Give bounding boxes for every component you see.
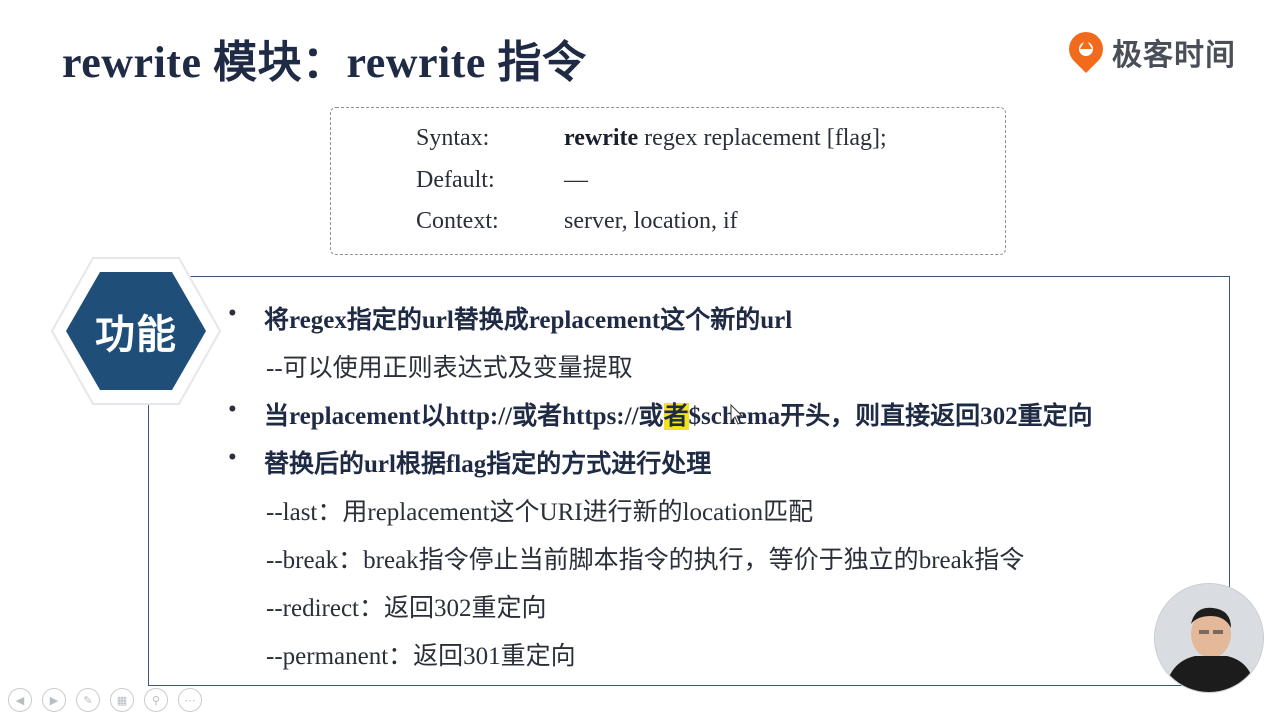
default-row: Default: —: [416, 167, 588, 194]
syntax-row: Syntax: rewrite regex replacement [flag];: [416, 125, 887, 152]
syntax-keyword: rewrite: [564, 125, 639, 151]
sub-flag-redirect: --redirect：返回302重定向: [266, 595, 547, 622]
zoom-icon[interactable]: ⚲: [144, 688, 168, 712]
content-panel: [148, 276, 1230, 686]
previous-icon[interactable]: ◀: [8, 688, 32, 712]
slideshow-controls: ◀ ▶ ✎ ▦ ⚲ ⋯: [8, 688, 202, 714]
brand-name: 极客时间: [1112, 38, 1236, 73]
sub-regex-variables: --可以使用正则表达式及变量提取: [266, 355, 633, 382]
mouse-cursor-icon: [730, 404, 744, 425]
highlighted-char: 者: [663, 403, 689, 430]
bullet-redirect-part1: 当replacement以http://或者https://或: [264, 403, 664, 430]
bullet-redirect-schema: 当replacement以http://或者https://或者$schema开…: [228, 396, 1093, 432]
sub-flag-last: --last：用replacement这个URI进行新的location匹配: [266, 499, 814, 526]
bullet-flag-handling: 替换后的url根据flag指定的方式进行处理: [228, 444, 711, 480]
context-label: Context:: [416, 208, 499, 234]
slides-icon[interactable]: ▦: [110, 688, 134, 712]
next-icon[interactable]: ▶: [42, 688, 66, 712]
presenter-avatar-icon: [1155, 584, 1263, 692]
bullet-redirect-part2: $schema开头，则直接返回302重定向: [688, 403, 1093, 430]
pen-icon[interactable]: ✎: [76, 688, 100, 712]
default-label: Default:: [416, 167, 495, 193]
sub-flag-break: --break：break指令停止当前脚本指令的执行，等价于独立的break指令: [266, 547, 1025, 574]
slide-title: rewrite 模块：rewrite 指令: [62, 38, 587, 87]
badge-label: 功能: [95, 312, 177, 358]
bullet-regex-replace: 将regex指定的url替换成replacement这个新的url: [228, 300, 792, 336]
syntax-value: regex replacement [flag];: [638, 125, 887, 151]
presenter-video-avatar: [1155, 584, 1263, 692]
hexagon-badge-icon: [50, 257, 222, 405]
sub-flag-permanent: --permanent：返回301重定向: [266, 643, 576, 670]
syntax-label: Syntax:: [416, 125, 490, 151]
context-row: Context: server, location, if: [416, 208, 738, 235]
syntax-box: Syntax: rewrite regex replacement [flag];…: [330, 107, 1006, 255]
context-value: server, location, if: [564, 208, 738, 234]
geektime-logo-icon: [1069, 32, 1103, 73]
more-icon[interactable]: ⋯: [178, 688, 202, 712]
brand-logo: 极客时间: [1066, 28, 1236, 76]
default-value: —: [564, 167, 588, 193]
